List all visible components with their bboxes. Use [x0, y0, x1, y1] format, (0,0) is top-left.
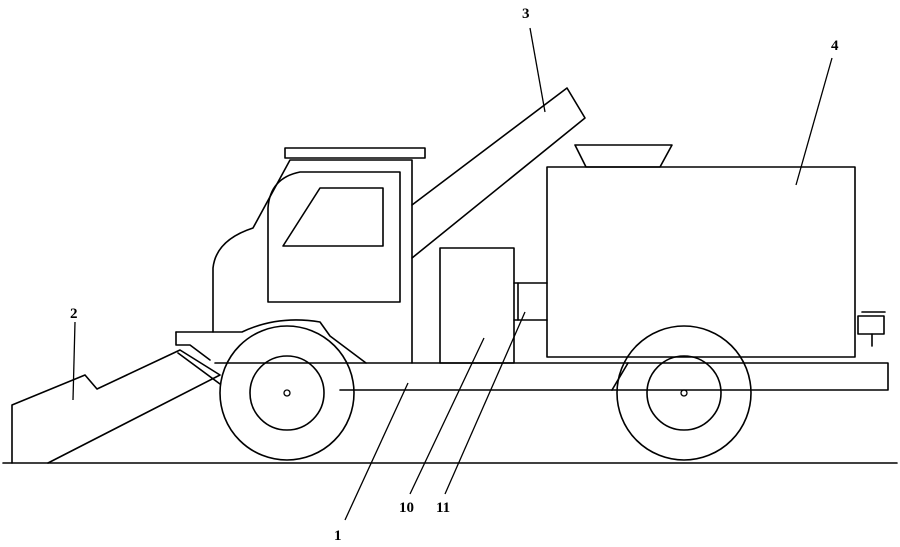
connecting-pipe: [513, 282, 548, 321]
cab-roof-cap: [284, 147, 426, 159]
front-wheel: [219, 325, 355, 461]
leader-lines: [72, 27, 833, 521]
cab-window: [282, 187, 384, 247]
ref-label-11: 11: [436, 500, 450, 516]
ref-label-3: 3: [522, 6, 530, 22]
front-scoop: [11, 349, 221, 464]
chassis-frame: [214, 362, 889, 391]
device-box: [439, 247, 515, 364]
ref-label-4: 4: [831, 38, 839, 54]
rear-wheel: [616, 325, 752, 461]
truck-cab: [175, 147, 426, 364]
ref-label-1: 1: [334, 528, 342, 544]
storage-tank: [546, 144, 886, 358]
tank-hopper: [574, 144, 673, 168]
ref-label-2: 2: [70, 306, 78, 322]
ref-label-10: 10: [399, 500, 414, 516]
tank-valve: [857, 315, 885, 335]
elevating-conveyor: [411, 87, 586, 259]
